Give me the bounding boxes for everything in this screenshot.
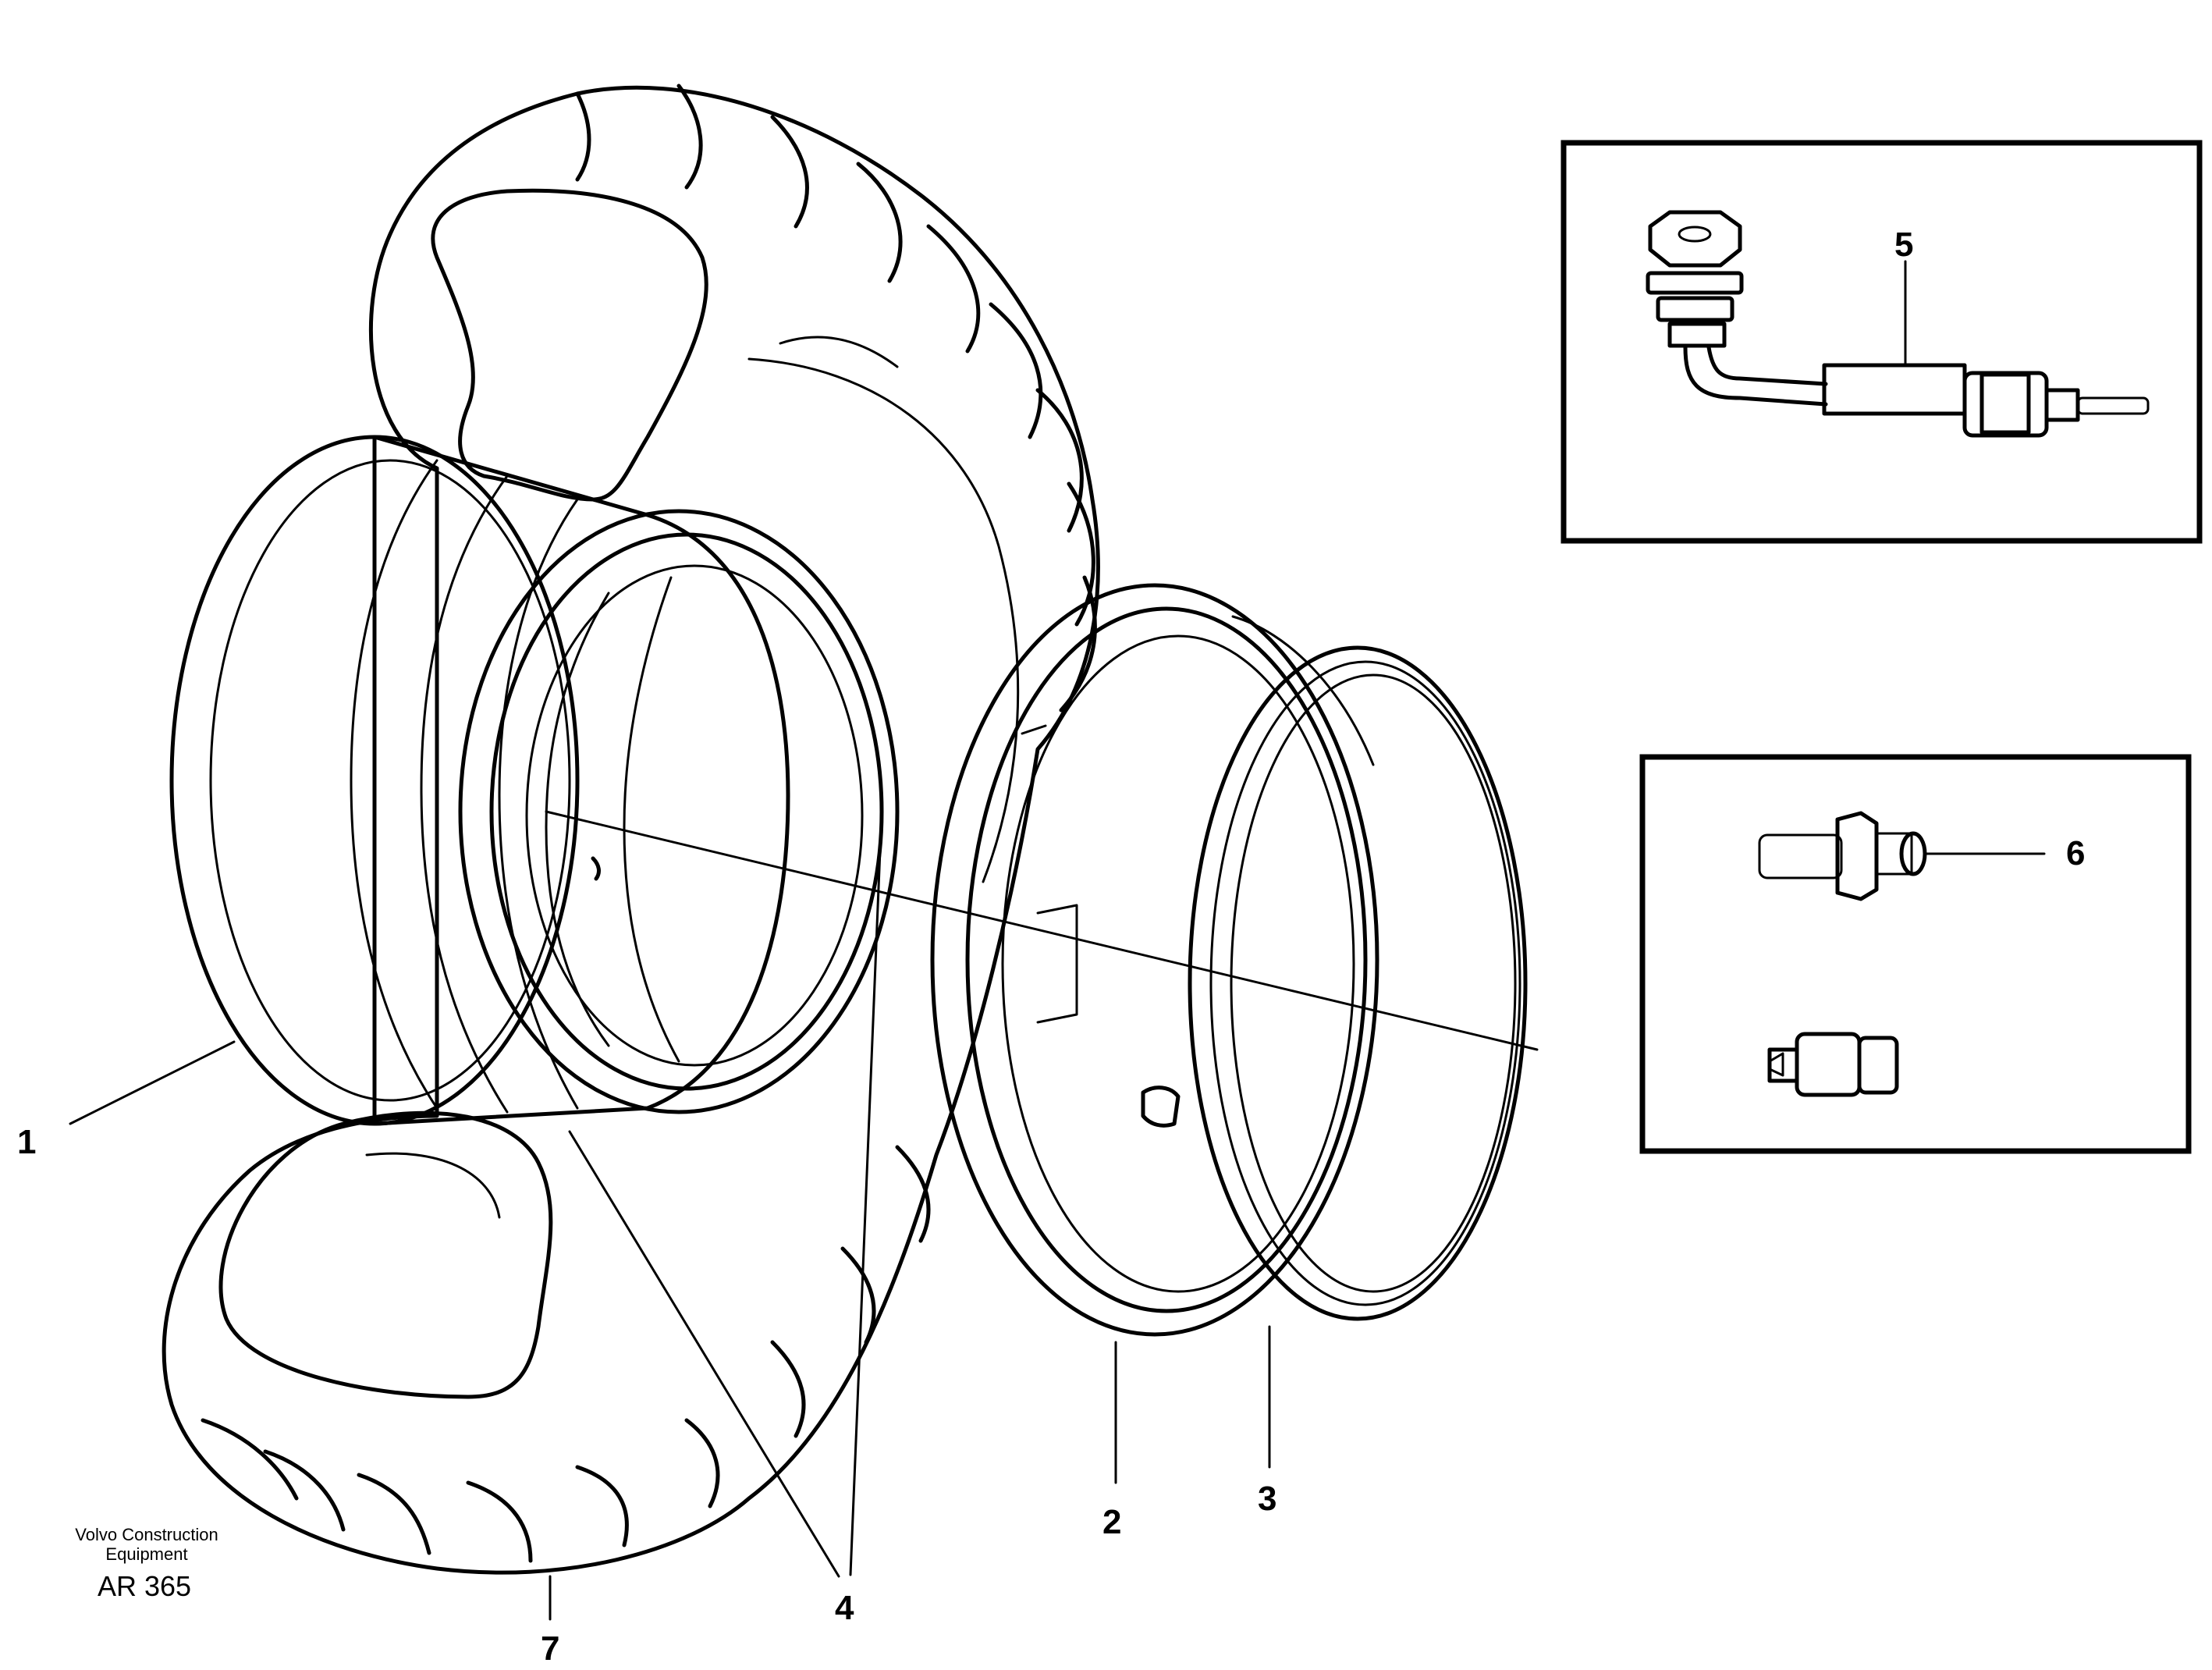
caption-code: AR 365 — [98, 1570, 191, 1602]
caption-company-line1: Volvo Construction — [75, 1525, 218, 1544]
callout-1: 1 — [17, 1123, 36, 1161]
callout-leader-4b — [849, 810, 883, 1576]
caption-company-line2: Equipment — [105, 1544, 187, 1564]
valve-adapter-icon — [1758, 811, 1927, 901]
callout-4: 4 — [835, 1589, 854, 1627]
callout-leader-4 — [568, 1130, 840, 1578]
valve-extension-inset — [1560, 140, 2203, 544]
valve-cap-icon — [1767, 1032, 1899, 1097]
valve-extension-icon — [1646, 210, 2150, 438]
lock-ring-icon — [930, 583, 1379, 1337]
callout-7: 7 — [541, 1629, 559, 1668]
callout-2: 2 — [1102, 1503, 1121, 1541]
tire-cutaway-icon — [162, 84, 1100, 1575]
valve-parts-inset — [1639, 754, 2192, 1154]
assembly-axis-line — [545, 810, 1539, 1051]
seat-ring-icon — [1141, 645, 1528, 1321]
callout-3: 3 — [1258, 1480, 1276, 1518]
wheel-rim-icon — [169, 435, 900, 1126]
callout-6: 6 — [2066, 834, 2085, 872]
callout-5: 5 — [1894, 226, 1913, 264]
callout-leader-1 — [69, 1040, 236, 1125]
